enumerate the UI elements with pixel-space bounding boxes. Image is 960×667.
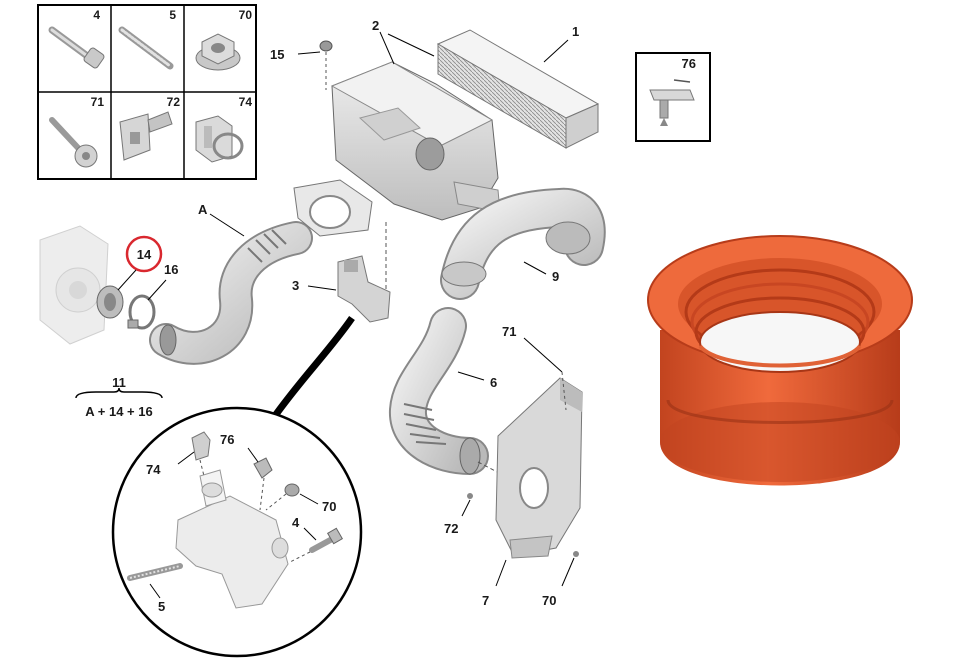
stud-icon	[118, 26, 174, 70]
detail-callout-74: 74	[146, 462, 161, 477]
grid-label-70: 70	[239, 8, 253, 22]
air-filter-element	[436, 29, 600, 149]
grid-label-74: 74	[239, 95, 253, 109]
detail-bolt-4	[289, 527, 344, 563]
callout-6: 6	[490, 375, 497, 390]
clip-box-label-76: 76	[682, 56, 696, 71]
turbo-inlet-hose-A	[149, 221, 313, 365]
grid-label-72: 72	[167, 95, 181, 109]
turbo-housing	[39, 225, 109, 345]
grid-label-4: 4	[93, 8, 100, 22]
screw-icon	[49, 117, 98, 168]
flange-nut-icon	[195, 33, 241, 71]
parts-grid: 4 5 70 71 72	[37, 4, 257, 180]
detail-callout-76: 76	[220, 432, 234, 447]
detail-callout-70: 70	[322, 499, 336, 514]
callout-1: 1	[572, 24, 579, 39]
rubber-seal-icon	[647, 235, 913, 486]
callout-A: A	[198, 202, 208, 217]
detail-push-clip-76	[253, 457, 273, 511]
detail-view: 74 76 70 4 5	[111, 406, 363, 658]
detail-stud-5	[127, 563, 183, 581]
duct-plate-7	[495, 377, 583, 559]
callout-2: 2	[372, 18, 379, 33]
assembly-formula: A + 14 + 16	[85, 404, 152, 419]
callout-72: 72	[444, 521, 458, 536]
assembly-number: 11	[112, 375, 126, 390]
grid-label-5: 5	[169, 8, 176, 22]
clamp-16	[127, 294, 156, 330]
detail-nut-70	[265, 483, 300, 511]
bracket-clip-icon	[119, 111, 173, 161]
detail-callout-5: 5	[158, 599, 165, 614]
callout-71: 71	[502, 324, 516, 339]
outlet-adapter	[293, 179, 373, 237]
detail-bracket	[175, 469, 289, 609]
callout-14: 14	[137, 247, 152, 262]
air-box	[330, 61, 501, 221]
callout-3: 3	[292, 278, 299, 293]
callout-9: 9	[552, 269, 559, 284]
clip-box: 76	[635, 52, 711, 142]
nut-15	[319, 40, 333, 90]
callout-16: 16	[164, 262, 178, 277]
highlight-ring-14	[125, 235, 163, 273]
detail-callout-4: 4	[292, 515, 300, 530]
detail-leader	[269, 316, 355, 423]
callout-70: 70	[542, 593, 556, 608]
seal-14	[96, 285, 124, 319]
bolt-icon	[48, 26, 105, 69]
air-duct-6	[389, 307, 489, 475]
callout-15: 15	[270, 47, 284, 62]
hose-clip-icon	[195, 115, 244, 163]
callout-7: 7	[482, 593, 489, 608]
assembly-brace	[75, 387, 163, 399]
push-clip-icon	[649, 79, 695, 126]
intake-duct-9	[440, 187, 606, 300]
assembly-11-legend: 11 A + 14 + 16	[75, 375, 163, 419]
detail-hose-clip-74	[191, 431, 211, 477]
bracket-3	[337, 255, 391, 323]
grid-label-71: 71	[91, 95, 105, 109]
